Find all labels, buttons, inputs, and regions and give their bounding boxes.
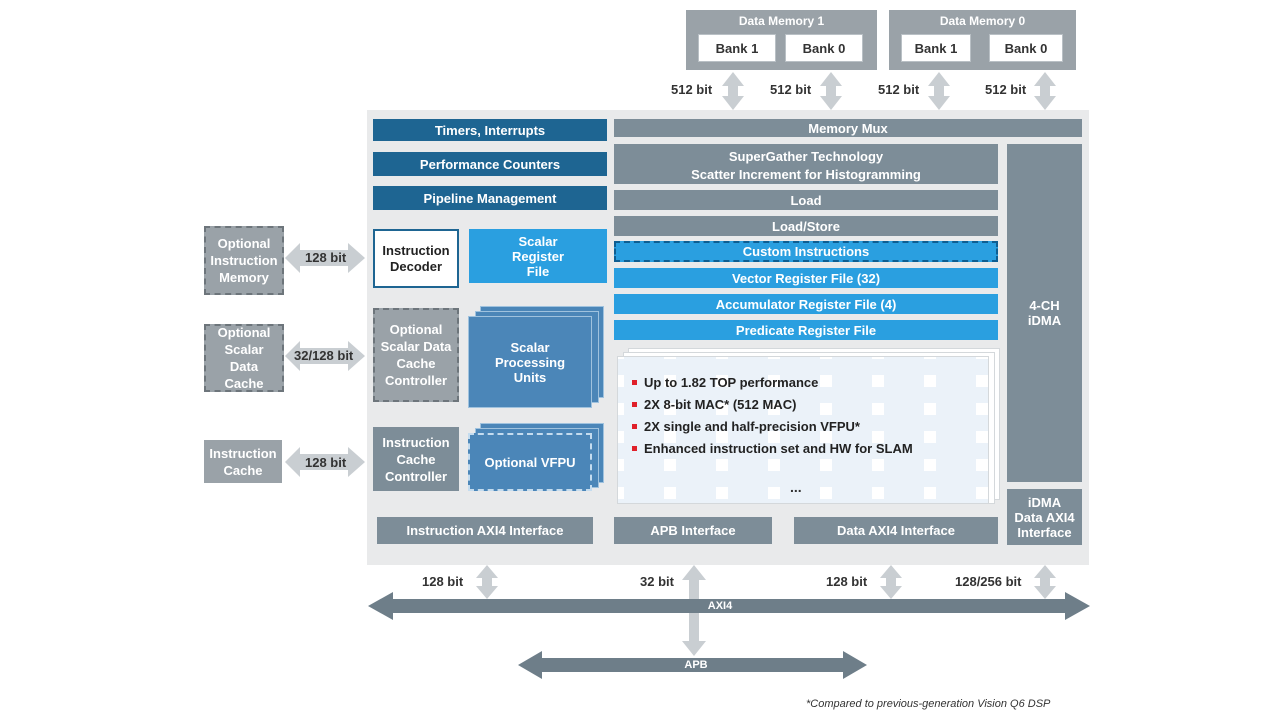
feature-text: 2X single and half-precision VFPU* xyxy=(644,418,860,434)
idma-data-axi4-interface: iDMA Data AXI4 Interface xyxy=(1007,489,1082,545)
features-card: Up to 1.82 TOP performance 2X 8-bit MAC*… xyxy=(617,356,989,504)
scalar-data-cache-controller: Optional Scalar Data Cache Controller xyxy=(373,308,459,402)
load: Load xyxy=(614,190,998,210)
features-grid xyxy=(618,357,988,503)
mem-width-3: 512 bit xyxy=(878,82,920,97)
bus-arrow-1 xyxy=(476,565,498,599)
mem-arrow-2 xyxy=(820,72,842,110)
bus-arrow-4 xyxy=(1034,565,1056,599)
dm1-bank1: Bank 1 xyxy=(698,34,776,62)
feature-item: Up to 1.82 TOP performance xyxy=(632,371,913,393)
mem-arrow-4 xyxy=(1034,72,1056,110)
instruction-decoder: Instruction Decoder xyxy=(373,229,459,288)
data-memory-0-title: Data Memory 0 xyxy=(939,13,1026,28)
apb-label: APB xyxy=(684,659,708,671)
bullet-icon xyxy=(632,379,637,385)
axi4-label: AXI4 xyxy=(707,600,733,612)
mem-arrow-3 xyxy=(928,72,950,110)
apb-interface: APB Interface xyxy=(614,517,772,544)
scalar-register-file: Scalar Register File xyxy=(469,229,607,283)
feature-item: Enhanced instruction set and HW for SLAM xyxy=(632,437,913,459)
feature-item: 2X 8-bit MAC* (512 MAC) xyxy=(632,393,913,415)
bus-arrow-3 xyxy=(880,565,902,599)
bullet-icon xyxy=(632,445,637,451)
icache-width: 128 bit xyxy=(305,455,347,470)
mem-width-4: 512 bit xyxy=(985,82,1027,97)
mem-width-2: 512 bit xyxy=(770,82,812,97)
optional-scalar-data-cache: Optional Scalar Data Cache xyxy=(204,324,284,392)
bus-width-2: 32 bit xyxy=(640,574,674,589)
ext-arrows xyxy=(285,243,365,477)
imem-arrow xyxy=(285,243,365,273)
memory-arrows xyxy=(722,72,1056,110)
accumulator-register-file: Accumulator Register File (4) xyxy=(614,294,998,314)
predicate-register-file: Predicate Register File xyxy=(614,320,998,340)
optional-instruction-memory: Optional Instruction Memory xyxy=(204,226,284,295)
scalar-processing-units: Scalar Processing Units xyxy=(468,316,592,408)
axi4-bus xyxy=(368,592,1090,620)
bus-width-1: 128 bit xyxy=(422,574,464,589)
dm0-bank1: Bank 1 xyxy=(901,34,971,62)
idma-4ch: 4-CH iDMA xyxy=(1007,144,1082,482)
data-axi4-interface: Data AXI4 Interface xyxy=(794,517,998,544)
features-list: Up to 1.82 TOP performance 2X 8-bit MAC*… xyxy=(632,371,913,459)
instruction-cache-controller: Instruction Cache Controller xyxy=(373,427,459,491)
feature-item: 2X single and half-precision VFPU* xyxy=(632,415,913,437)
optional-vfpu: Optional VFPU xyxy=(468,433,592,491)
data-memory-1: Data Memory 1 Bank 1 Bank 0 xyxy=(686,10,877,70)
data-memory-1-title: Data Memory 1 xyxy=(738,13,825,28)
memory-mux: Memory Mux xyxy=(614,119,1082,137)
footnote: *Compared to previous-generation Vision … xyxy=(806,698,1051,710)
features-ellipsis: ... xyxy=(790,479,802,495)
feature-text: Enhanced instruction set and HW for SLAM xyxy=(644,440,913,456)
mem-width-1: 512 bit xyxy=(671,82,713,97)
icache-arrow xyxy=(285,447,365,477)
feature-text: 2X 8-bit MAC* (512 MAC) xyxy=(644,396,797,412)
feature-text: Up to 1.82 TOP performance xyxy=(644,374,819,390)
dm0-bank0: Bank 0 xyxy=(989,34,1063,62)
instruction-cache: Instruction Cache xyxy=(204,440,282,483)
supergather-block: SuperGather Technology Scatter Increment… xyxy=(614,144,998,184)
custom-instructions: Custom Instructions xyxy=(614,241,998,262)
apb-bus xyxy=(518,651,867,679)
bullet-icon xyxy=(632,401,637,407)
mem-arrow-1 xyxy=(722,72,744,110)
dm1-bank0: Bank 0 xyxy=(785,34,863,62)
scache-arrow xyxy=(285,341,365,371)
pipeline-management: Pipeline Management xyxy=(373,186,607,210)
timers-interrupts: Timers, Interrupts xyxy=(373,119,607,141)
instruction-axi4-interface: Instruction AXI4 Interface xyxy=(377,517,593,544)
bus-width-4: 128/256 bit xyxy=(955,574,1022,589)
load-store: Load/Store xyxy=(614,216,998,236)
supergather-line-1: SuperGather Technology xyxy=(728,148,884,164)
vector-register-file: Vector Register File (32) xyxy=(614,268,998,288)
data-memory-0: Data Memory 0 Bank 1 Bank 0 xyxy=(889,10,1076,70)
supergather-line-2: Scatter Increment for Histogramming xyxy=(691,166,921,182)
bullet-icon xyxy=(632,423,637,429)
performance-counters: Performance Counters xyxy=(373,152,607,176)
imem-width: 128 bit xyxy=(305,250,347,265)
bus-width-3: 128 bit xyxy=(826,574,868,589)
scache-width: 32/128 bit xyxy=(294,348,354,363)
